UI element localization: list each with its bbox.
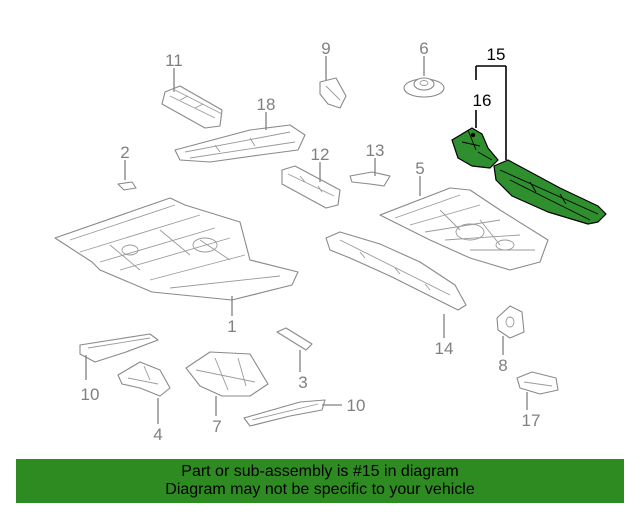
part-17-bracket[interactable] — [516, 371, 559, 395]
part-3-brace[interactable] — [276, 327, 313, 351]
part-6-mount[interactable] — [403, 77, 445, 98]
callout-3: 3 — [298, 373, 307, 392]
callout-10-right: 10 — [347, 396, 366, 415]
callout-13: 13 — [366, 141, 385, 160]
callout-1: 1 — [227, 317, 236, 336]
part-13-bracket[interactable] — [349, 171, 391, 187]
part-12-reinforcement[interactable] — [281, 165, 341, 209]
part-1-front-floor-pan[interactable] — [54, 197, 299, 301]
callout-10-left: 10 — [81, 385, 100, 404]
callout-7: 7 — [212, 417, 221, 436]
callout-12: 12 — [311, 145, 330, 164]
part-14-side-rail[interactable] — [325, 231, 467, 311]
callout-15: 15 — [487, 45, 506, 64]
callout-14: 14 — [435, 339, 454, 358]
part-16-bracket[interactable] — [451, 127, 499, 169]
callout-17: 17 — [522, 411, 541, 430]
part-18-crossmember[interactable] — [174, 124, 306, 163]
part-2-clip[interactable] — [117, 181, 137, 191]
banner-line-1: Part or sub-assembly is #15 in diagram — [181, 463, 459, 480]
leader-lines — [85, 56, 528, 424]
parts-diagram: 11 18 2 9 6 15 16 12 13 5 1 14 8 10 4 7 … — [54, 39, 607, 444]
callout-16: 16 — [473, 91, 492, 110]
callout-18: 18 — [257, 95, 276, 114]
callout-6: 6 — [419, 39, 428, 58]
part-10-reinforcement-right[interactable] — [243, 399, 326, 427]
callout-11: 11 — [165, 51, 183, 70]
callout-5: 5 — [415, 159, 424, 178]
part-11-reinforcement[interactable] — [161, 85, 223, 129]
callout-8: 8 — [498, 356, 507, 375]
part-10-reinforcement-left[interactable] — [79, 333, 159, 363]
part-5-rear-floor-pan[interactable] — [379, 187, 549, 271]
part-4-bracket[interactable] — [117, 361, 171, 397]
part-9-bracket[interactable] — [319, 77, 347, 109]
part-7-bracket[interactable] — [185, 351, 269, 397]
part-15-crossmember[interactable] — [493, 159, 607, 225]
callout-2: 2 — [120, 143, 129, 162]
callout-numbers: 11 18 2 9 6 15 16 12 13 5 1 14 8 10 4 7 … — [81, 39, 541, 444]
callout-4: 4 — [153, 425, 162, 444]
callout-9: 9 — [321, 39, 330, 58]
info-banner: Part or sub-assembly is #15 in diagram D… — [16, 459, 624, 503]
banner-line-2: Diagram may not be specific to your vehi… — [165, 481, 475, 498]
part-8-bracket[interactable] — [496, 305, 525, 339]
